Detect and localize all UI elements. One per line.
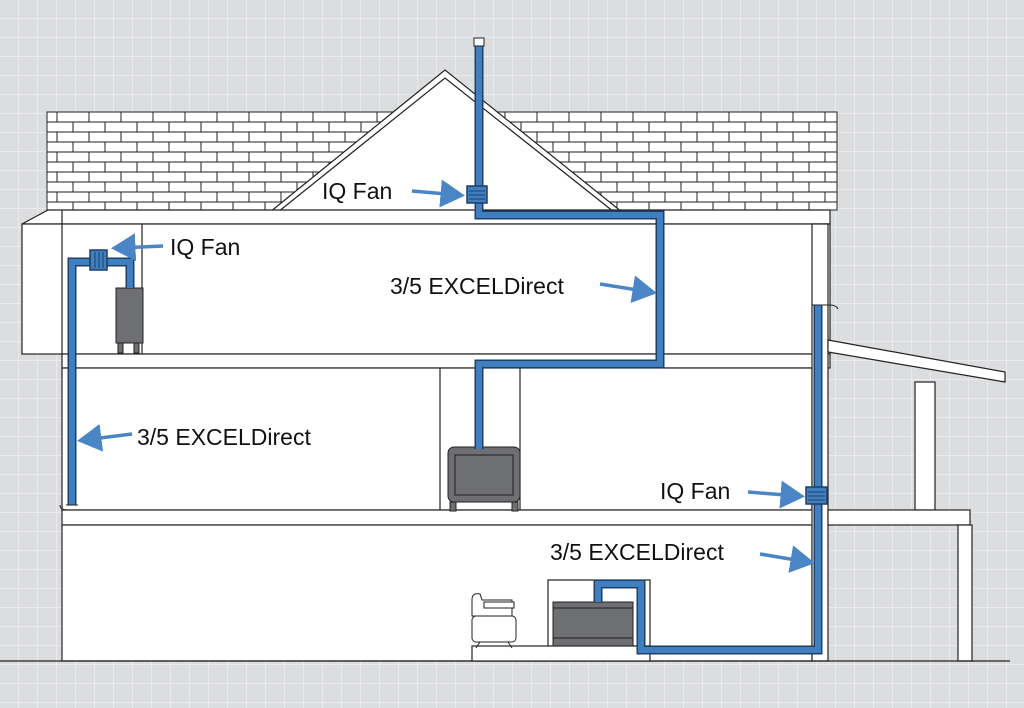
furnace: [447, 446, 521, 512]
boiler: [552, 601, 634, 647]
arrow-icon: [747, 480, 805, 509]
iq-fan-right: [805, 486, 828, 505]
label-vent-upper: 3/5 EXCELDirect: [390, 273, 564, 299]
label-iq-fan-upper-left: IQ Fan: [170, 234, 240, 260]
label-vent-left: 3/5 EXCELDirect: [137, 424, 311, 450]
iq-fan-upper-left: [89, 249, 108, 271]
vent-termination-right: [812, 304, 839, 310]
vent-termination-cap: [473, 37, 485, 47]
arrow-icon: [411, 179, 465, 208]
water-heater: [115, 287, 144, 354]
label-vent-lower-right: 3/5 EXCELDirect: [550, 539, 724, 565]
arrow-icon: [759, 545, 815, 573]
iq-fan-attic: [466, 185, 488, 204]
arrow-icon: [599, 275, 657, 304]
callout-arrows: [77, 179, 815, 573]
arrow-icon: [77, 423, 133, 452]
label-iq-fan-right: IQ Fan: [660, 478, 730, 504]
vent-termination-left: [59, 504, 78, 511]
arrow-icon: [111, 233, 164, 262]
label-iq-fan-attic: IQ Fan: [322, 178, 392, 204]
armchair-icon: [471, 593, 517, 649]
